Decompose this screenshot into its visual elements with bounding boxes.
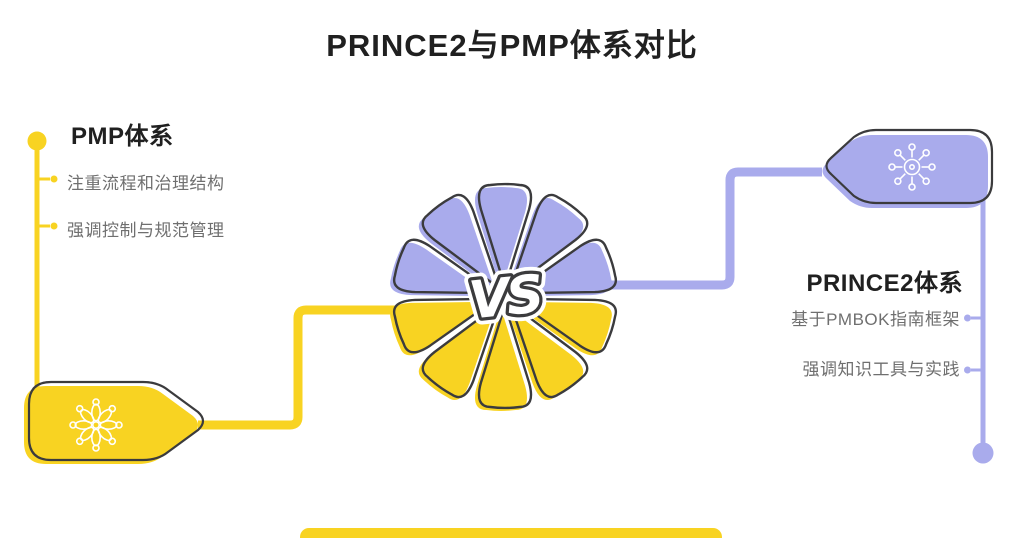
left-timeline-start-dot [27, 131, 47, 151]
vs-emblem: VS VS [459, 257, 551, 338]
left-timeline [27, 131, 58, 392]
flower-wheel-icon [69, 398, 123, 452]
right-timeline [964, 200, 994, 464]
pmp-tag [24, 380, 205, 464]
purple-connector [505, 167, 822, 290]
pmp-tag-fill [24, 386, 198, 464]
bottom-accent-bar [300, 528, 722, 538]
prince2-tag-outline [825, 128, 994, 205]
page-title: PRINCE2与PMP体系对比 [326, 28, 698, 63]
prince2-heading: PRINCE2体系 [806, 270, 963, 297]
prince2-bullet-2: 强调知识工具与实践 [802, 360, 960, 379]
hub-network-icon [888, 143, 936, 191]
vs-label: VS [466, 264, 544, 331]
pmp-tag-outline [27, 380, 205, 462]
vs-flower [390, 182, 618, 411]
pmp-bullet-2: 强调控制与规范管理 [67, 221, 225, 240]
prince2-tag [822, 128, 994, 208]
right-timeline-end-dot [972, 442, 994, 464]
prince2-bullet-1: 基于PMBOK指南框架 [791, 310, 960, 329]
right-branch-dot-2 [964, 366, 971, 374]
yellow-connector [198, 305, 508, 430]
left-branch-dot-2 [50, 222, 58, 230]
pmp-heading: PMP体系 [71, 123, 174, 150]
left-branch-dot-1 [50, 175, 58, 183]
pmp-bullet-1: 注重流程和治理结构 [67, 174, 225, 193]
right-branch-dot-1 [964, 314, 971, 322]
